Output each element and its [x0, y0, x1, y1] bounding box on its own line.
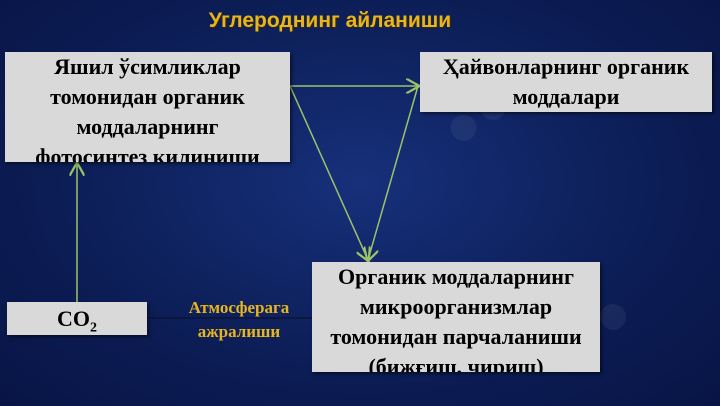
release-line: ажралиши — [197, 322, 281, 341]
decomposition-line: (бижғиш, чириш) — [368, 354, 544, 372]
photosynthesis-line: Яшил ўсимликлар — [54, 54, 241, 79]
photosynthesis-box: Яшил ўсимликлар томонидан органик моддал… — [5, 52, 290, 162]
photosynthesis-line: фотосинтез қилиниши — [35, 144, 260, 162]
diagram-title: Углероднинг айланиши — [208, 9, 452, 32]
animal-line: моддалари — [512, 84, 620, 109]
animal-organic-box: Ҳайвонларнинг органик моддалари — [420, 52, 712, 112]
release-line: Атмосферага — [188, 298, 290, 317]
arrow-photo-to-micro — [289, 85, 368, 260]
decomposition-box: Органик моддаларнинг микроорганизмлар то… — [312, 262, 600, 372]
decomposition-line: микроорганизмлар — [359, 294, 553, 319]
animal-line: Ҳайвонларнинг органик — [442, 54, 690, 79]
co2-box: CO2 — [7, 302, 147, 335]
atmosphere-release-label: Атмосферага ажралиши — [175, 296, 303, 344]
photosynthesis-line: томонидан органик — [50, 84, 245, 109]
arrow-animal-to-micro — [368, 85, 419, 260]
co2-formula: CO2 — [57, 306, 97, 335]
decomposition-line: Органик моддаларнинг — [338, 264, 574, 289]
decomposition-line: томонидан парчаланиши — [330, 324, 582, 349]
photosynthesis-line: моддаларнинг — [76, 114, 219, 139]
